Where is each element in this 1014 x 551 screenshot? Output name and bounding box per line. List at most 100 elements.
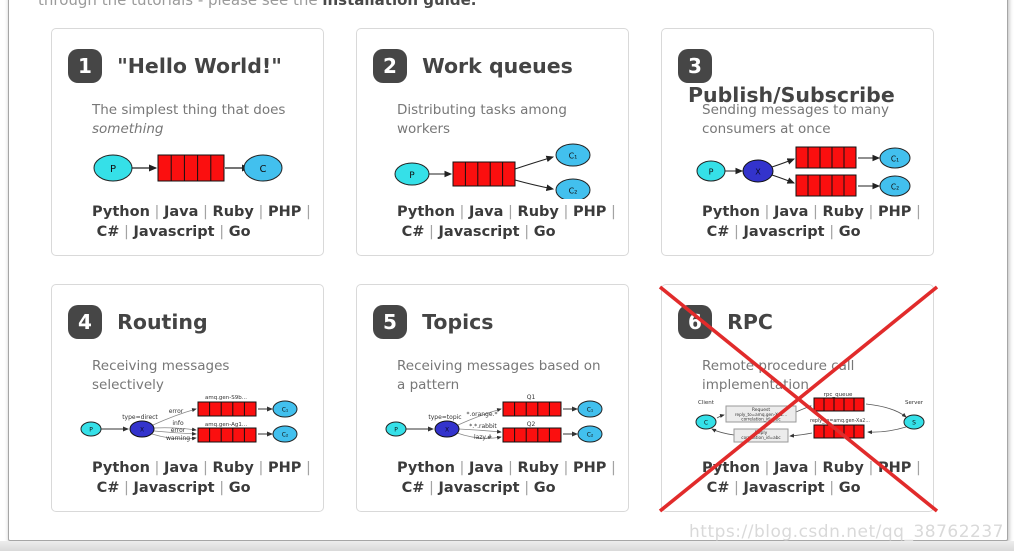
tutorial-number-badge: 3 xyxy=(678,49,712,83)
lang-link-python[interactable]: Python xyxy=(397,204,455,220)
arrow xyxy=(771,174,796,184)
lang-link-python[interactable]: Python xyxy=(397,460,455,476)
edge-info xyxy=(153,427,197,432)
lang-link-java[interactable]: Java xyxy=(164,460,199,476)
rpc-queue xyxy=(813,397,865,412)
arrow xyxy=(514,179,555,191)
lang-link-php[interactable]: PHP xyxy=(572,460,607,476)
tutorial-number-badge: 6 xyxy=(678,305,712,339)
lang-separator: | xyxy=(519,479,534,496)
arrow xyxy=(789,432,813,438)
lang-link-javascript[interactable]: Javascript xyxy=(743,223,825,240)
arrow xyxy=(867,426,907,435)
lang-link-python[interactable]: Python xyxy=(92,460,150,476)
lang-link-javascript[interactable]: Javascript xyxy=(743,479,825,496)
routing-diagram: P X type=direct error info error warning… xyxy=(80,395,298,443)
svg-text:Q2: Q2 xyxy=(527,421,536,428)
svg-text:P: P xyxy=(409,171,415,181)
lang-link-php[interactable]: PHP xyxy=(877,460,912,476)
lang-link-c[interactable]: C# xyxy=(96,479,120,496)
language-links: Python | Java | Ruby | PHP | C# | Javasc… xyxy=(397,203,635,242)
consumer1-node xyxy=(577,400,603,418)
lang-link-go[interactable]: Go xyxy=(228,479,251,496)
lang-link-java[interactable]: Java xyxy=(164,204,199,220)
svg-text:X: X xyxy=(445,427,449,434)
lang-link-java[interactable]: Java xyxy=(774,204,809,220)
lang-separator: | xyxy=(149,460,164,476)
lang-link-javascript[interactable]: Javascript xyxy=(133,223,215,240)
arrow xyxy=(771,158,796,168)
lang-link-python[interactable]: Python xyxy=(92,204,150,220)
lang-link-java[interactable]: Java xyxy=(469,204,504,220)
lang-link-python[interactable]: Python xyxy=(702,204,760,220)
lang-link-c[interactable]: C# xyxy=(706,479,730,496)
lang-link-php[interactable]: PHP xyxy=(267,460,302,476)
lang-separator: | xyxy=(397,204,616,240)
lang-link-c[interactable]: C# xyxy=(96,223,120,240)
lang-separator: | xyxy=(759,460,774,476)
svg-text:amq.gen-S9b...: amq.gen-S9b... xyxy=(205,395,247,401)
lang-link-javascript[interactable]: Javascript xyxy=(438,223,520,240)
lang-separator: | xyxy=(397,460,616,496)
bottom-strip xyxy=(0,541,1014,551)
rpc-diagram: Client C Request reply_to=amq.gen-Xa2...… xyxy=(695,392,925,443)
lang-link-ruby[interactable]: Ruby xyxy=(822,460,864,476)
language-links: Python | Java | Ruby | PHP | C# | Javasc… xyxy=(702,203,940,242)
lang-link-c[interactable]: C# xyxy=(401,223,425,240)
svg-text:rpc_queue: rpc_queue xyxy=(824,392,853,398)
lang-link-c[interactable]: C# xyxy=(706,223,730,240)
topics-diagram: P X type=topic *.orange.* *.*.rabbit laz… xyxy=(385,394,603,443)
lang-link-ruby[interactable]: Ruby xyxy=(517,204,559,220)
language-links: Python | Java | Ruby | PHP | C# | Javasc… xyxy=(702,459,940,498)
installation-guide-link[interactable]: installation guide. xyxy=(322,0,477,9)
exchange-node xyxy=(434,420,460,438)
tutorial-title[interactable]: Routing xyxy=(117,310,208,334)
tutorial-title[interactable]: Topics xyxy=(422,310,494,334)
svg-text:*.orange.*: *.orange.* xyxy=(467,411,498,418)
lang-link-python[interactable]: Python xyxy=(702,460,760,476)
svg-text:lazy.#: lazy.# xyxy=(474,434,492,441)
edge-warning xyxy=(151,433,197,441)
lang-link-java[interactable]: Java xyxy=(469,460,504,476)
svg-text:amq.gen-Ag1...: amq.gen-Ag1... xyxy=(205,422,247,428)
svg-text:C₂: C₂ xyxy=(569,187,578,196)
svg-text:C₁: C₁ xyxy=(891,155,899,164)
lang-link-ruby[interactable]: Ruby xyxy=(517,460,559,476)
svg-text:warning: warning xyxy=(166,435,190,442)
lang-link-go[interactable]: Go xyxy=(838,479,861,496)
lang-link-go[interactable]: Go xyxy=(838,223,861,240)
consumer-node xyxy=(243,154,283,182)
tutorial-title[interactable]: Work queues xyxy=(422,54,573,78)
lang-link-go[interactable]: Go xyxy=(228,223,251,240)
lang-separator: | xyxy=(92,204,311,240)
lang-link-php[interactable]: PHP xyxy=(877,204,912,220)
lang-link-go[interactable]: Go xyxy=(533,479,556,496)
lang-link-php[interactable]: PHP xyxy=(267,204,302,220)
reply-queue xyxy=(813,424,865,439)
svg-text:S: S xyxy=(912,420,916,427)
tutorial-title[interactable]: "Hello World!" xyxy=(117,54,282,78)
intro-text: through the tutorials - please see the i… xyxy=(38,0,476,9)
lang-separator: | xyxy=(824,223,839,240)
lang-separator: | xyxy=(198,460,213,476)
lang-link-javascript[interactable]: Javascript xyxy=(438,479,520,496)
tutorial-title[interactable]: RPC xyxy=(727,310,773,334)
lang-link-ruby[interactable]: Ruby xyxy=(212,204,254,220)
lang-link-ruby[interactable]: Ruby xyxy=(822,204,864,220)
tutorial-number-badge: 2 xyxy=(373,49,407,83)
lang-link-go[interactable]: Go xyxy=(533,223,556,240)
consumer1-node xyxy=(272,400,298,418)
arrow xyxy=(514,155,555,170)
reply-box: Reply correlation_id=abc xyxy=(733,428,789,443)
lang-link-javascript[interactable]: Javascript xyxy=(133,479,215,496)
tutorial-description: Receiving messages based on a pattern xyxy=(397,358,601,393)
lang-link-ruby[interactable]: Ruby xyxy=(212,460,254,476)
tutorial-title[interactable]: Publish/Subscribe xyxy=(688,83,895,107)
lang-link-c[interactable]: C# xyxy=(401,479,425,496)
lang-link-php[interactable]: PHP xyxy=(572,204,607,220)
lang-separator: | xyxy=(759,204,774,220)
svg-text:P: P xyxy=(394,427,398,434)
lang-link-java[interactable]: Java xyxy=(774,460,809,476)
queue xyxy=(452,161,516,187)
lang-separator: | xyxy=(519,223,534,240)
